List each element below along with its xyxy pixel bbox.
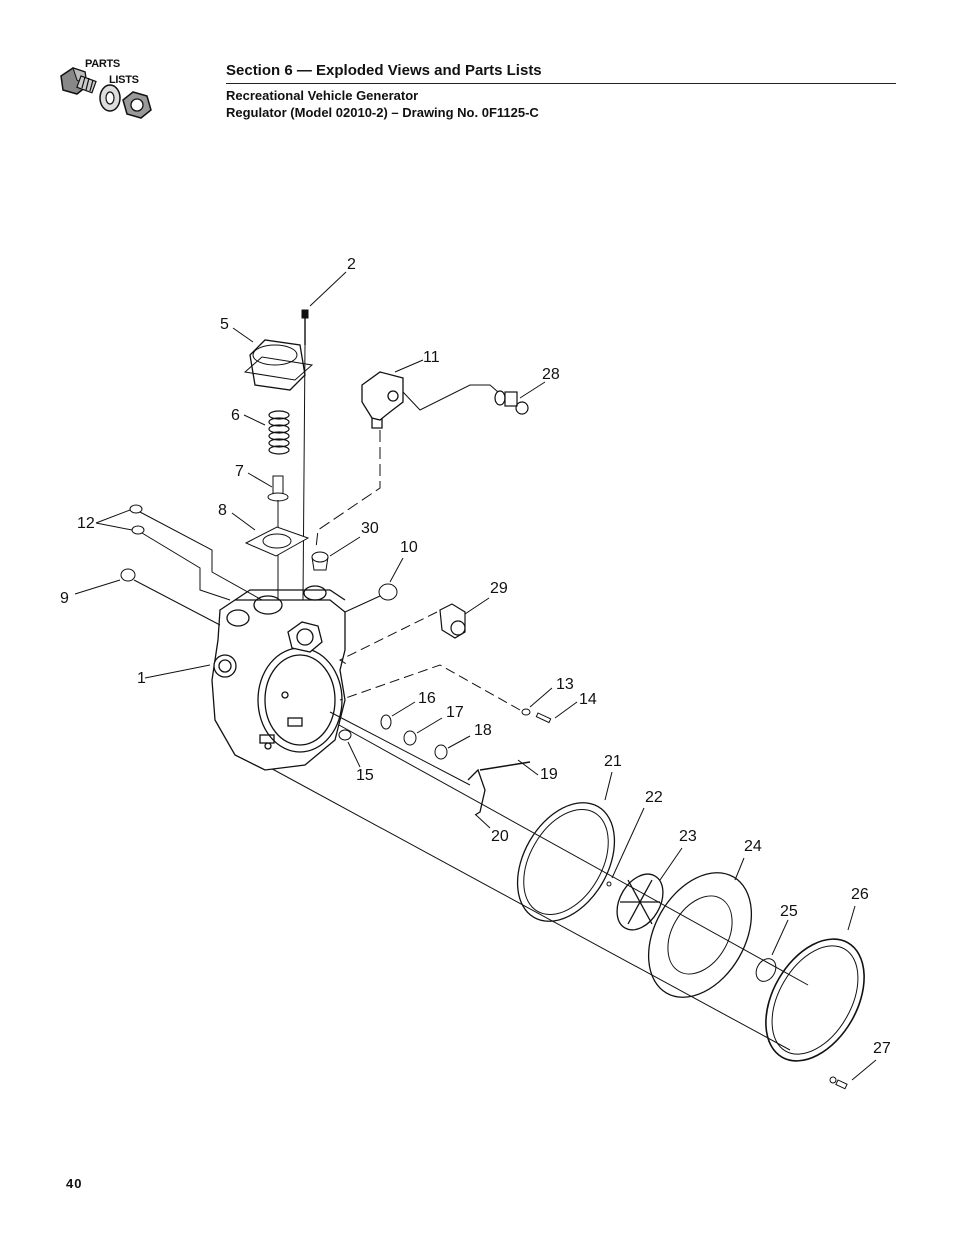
section-title: Section 6 — Exploded Views and Parts Lis… (226, 62, 542, 79)
callout-22: 22 (645, 789, 663, 806)
screw-part-13-14 (521, 708, 552, 724)
disc-part-18 (434, 744, 448, 760)
callout-2: 2 (347, 256, 356, 273)
parts-lists-logo: PARTS LISTS (55, 56, 160, 128)
callout-19: 19 (540, 766, 558, 783)
logo-text-parts: PARTS (85, 58, 120, 70)
callout-9: 9 (60, 590, 69, 607)
disc-part-25 (755, 958, 777, 982)
ring-part-9 (120, 568, 136, 582)
subtitle-line2: Regulator (Model 02010-2) – Drawing No. … (226, 105, 539, 120)
lever-part-20 (467, 768, 486, 816)
callout-28: 28 (542, 366, 560, 383)
callout-8: 8 (218, 502, 227, 519)
callout-21: 21 (604, 753, 622, 770)
callout-18: 18 (474, 722, 492, 739)
plug-part-30 (311, 551, 329, 571)
callout-10: 10 (400, 539, 418, 556)
callout-17: 17 (446, 704, 464, 721)
callout-30: 30 (361, 520, 379, 537)
callout-13: 13 (556, 676, 574, 693)
logo-text-lists: LISTS (109, 74, 139, 86)
plug-part-12 (129, 504, 145, 535)
callout-20: 20 (491, 828, 509, 845)
screw-part-27 (829, 1076, 848, 1090)
callout-24: 24 (744, 838, 762, 855)
regulator-body (211, 585, 346, 771)
callout-23: 23 (679, 828, 697, 845)
callout-14: 14 (579, 691, 597, 708)
callout-25: 25 (780, 903, 798, 920)
plug-part-15 (338, 729, 352, 741)
fitting-part-29 (439, 603, 466, 639)
part-22 (606, 881, 612, 887)
gasket-part-8 (244, 526, 310, 557)
page-number: 40 (66, 1176, 83, 1191)
fitting-part-28 (494, 390, 529, 415)
disc-part-17 (403, 730, 417, 746)
spring-part-6 (268, 410, 290, 455)
screw-part-2 (301, 309, 309, 345)
washer-part-16 (380, 714, 392, 730)
gasket-part-21 (516, 802, 616, 922)
plate-part-23 (616, 873, 664, 931)
callout-16: 16 (418, 690, 436, 707)
callout-6: 6 (231, 407, 240, 424)
solenoid-part (243, 339, 314, 391)
callout-12: 12 (77, 515, 95, 532)
callout-5: 5 (220, 316, 229, 333)
diaphragm-part-24 (647, 872, 753, 998)
callout-11: 11 (423, 349, 440, 366)
callout-15: 15 (356, 767, 374, 784)
callout-29: 29 (490, 580, 508, 597)
callout-26: 26 (851, 886, 869, 903)
plug-part-10 (378, 583, 398, 601)
elbow-fitting-part-11 (361, 371, 404, 429)
subtitle-line1: Recreational Vehicle Generator (226, 88, 419, 103)
pin-part-7 (267, 475, 289, 502)
callout-7: 7 (235, 463, 244, 480)
callout-1: 1 (137, 670, 146, 687)
callout-27: 27 (873, 1040, 891, 1057)
nut-bolt-icon (60, 67, 152, 119)
header-rule (226, 83, 896, 84)
cover-part-26 (765, 938, 865, 1062)
